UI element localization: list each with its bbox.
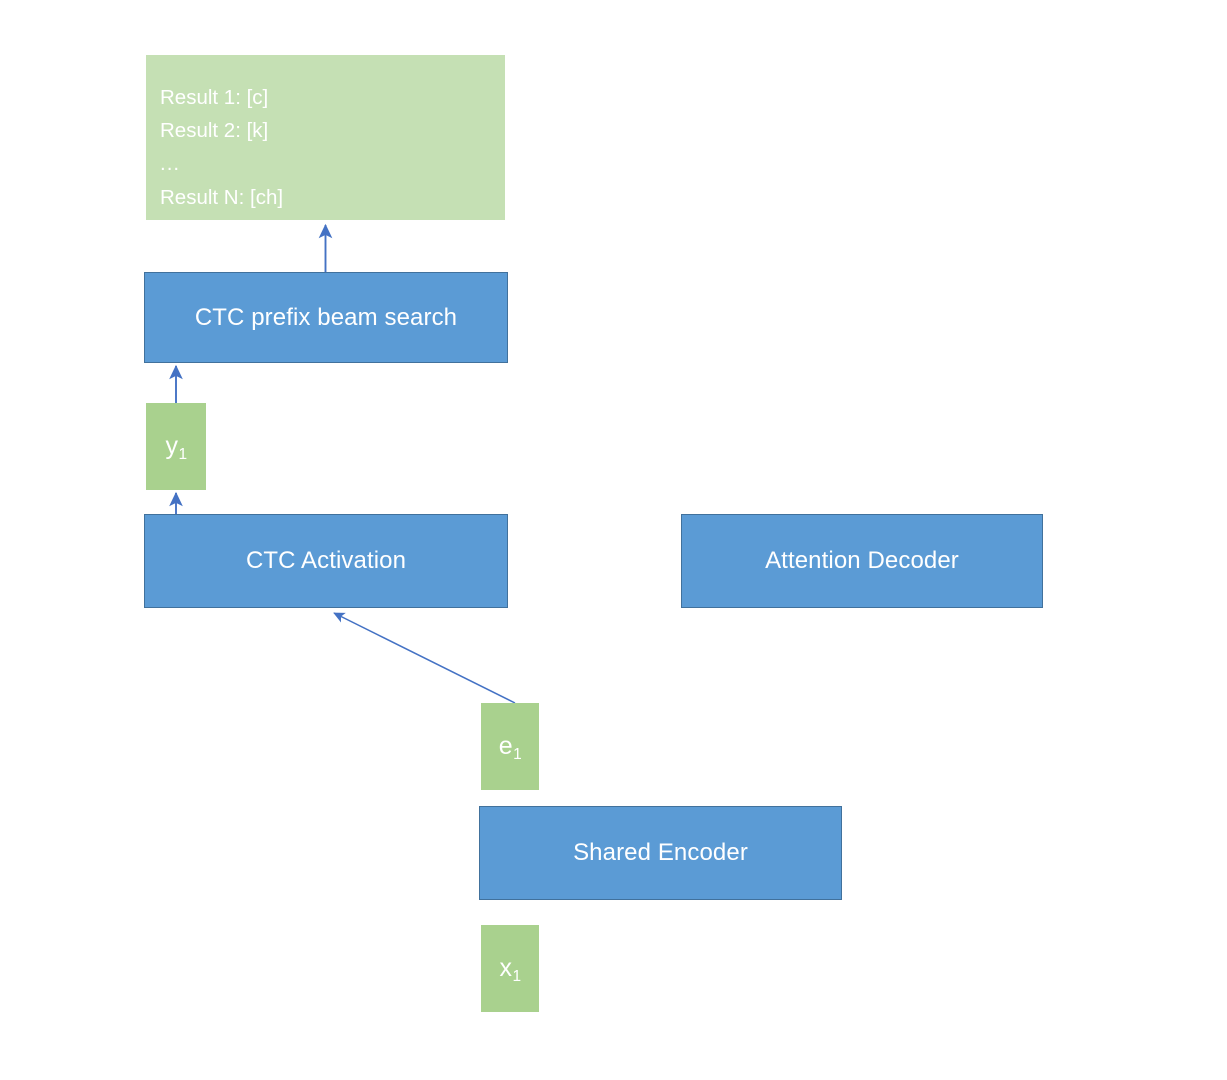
- tensor-subscript: 1: [512, 968, 522, 986]
- node-ctc-activation[interactable]: CTC Activation: [144, 514, 508, 608]
- node-label: Shared Encoder: [573, 839, 748, 866]
- result-line-n: Result N: [ch]: [160, 185, 284, 209]
- node-tensor-e1[interactable]: e1: [481, 703, 539, 790]
- node-label: CTC prefix beam search: [194, 303, 458, 331]
- result-line-1: Result 1: [c]: [160, 86, 269, 109]
- tensor-subscript: 1: [513, 746, 522, 764]
- edge-e1-to-ctcactivation: [333, 612, 516, 704]
- node-tensor-y1[interactable]: y1: [146, 403, 206, 490]
- node-shared-encoder[interactable]: Shared Encoder: [479, 806, 842, 900]
- result-line-2: Result 2: [k]: [160, 119, 269, 143]
- node-label: CTC Activation: [245, 547, 407, 574]
- node-tensor-x1[interactable]: x1: [481, 925, 539, 1012]
- tensor-base: y: [165, 431, 178, 460]
- tensor-base: x: [499, 953, 512, 982]
- node-ctc-prefix-beam-search[interactable]: CTC prefix beam search: [144, 272, 508, 363]
- node-label: Attention Decoder: [765, 547, 959, 574]
- result-line-ellipsis: ...: [160, 152, 181, 176]
- tensor-base: e: [498, 731, 513, 760]
- results-panel: Result 1: [c] Result 2: [k] ... Result N…: [146, 55, 505, 220]
- node-label: e1: [498, 731, 522, 764]
- node-label: y1: [165, 431, 188, 464]
- node-label: x1: [499, 953, 522, 986]
- node-attention-decoder[interactable]: Attention Decoder: [681, 514, 1043, 608]
- tensor-subscript: 1: [178, 446, 188, 464]
